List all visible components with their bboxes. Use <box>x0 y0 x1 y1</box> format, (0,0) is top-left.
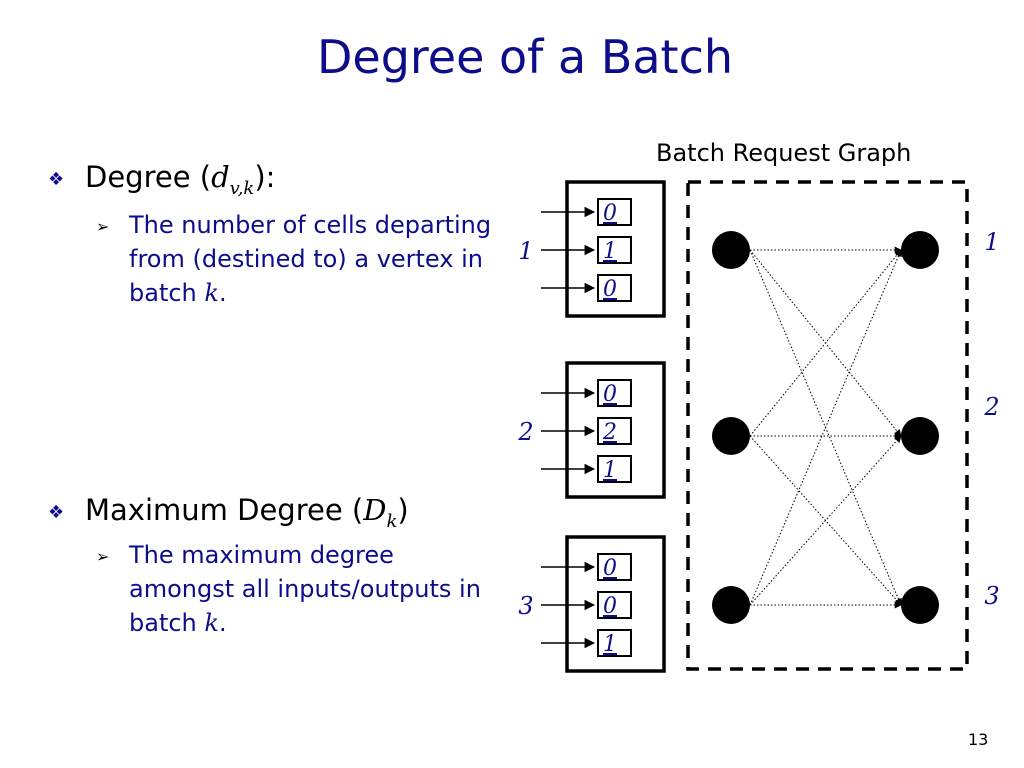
output-port-label: 1 <box>984 228 999 256</box>
voq-cell-box <box>597 379 632 407</box>
degree-symbol: d <box>211 160 230 194</box>
input-vertex <box>712 417 750 455</box>
output-port-label: 3 <box>984 582 999 610</box>
max-degree-subscript: k <box>386 510 398 532</box>
slide-title: Degree of a Batch <box>316 30 734 84</box>
voq-cell-count: 1 <box>603 458 617 483</box>
arrow-bullet-icon: ➢ <box>96 217 110 236</box>
graph-caption: Batch Request Graph <box>656 139 912 167</box>
output-vertex <box>901 417 939 455</box>
input-buffer-box <box>565 361 666 499</box>
voq-cell-count: 1 <box>603 632 617 657</box>
voq-cell-box <box>597 417 632 445</box>
voq-cell-count: 0 <box>603 201 617 226</box>
input-port-label: 3 <box>518 592 533 620</box>
output-vertex <box>901 231 939 269</box>
output-port-label: 2 <box>983 393 999 421</box>
arrow-bullet-icon: ➢ <box>96 547 110 566</box>
graph-edge <box>749 249 902 606</box>
input-port-1: 1 0 1 0 <box>518 180 666 318</box>
input-vertex <box>712 231 750 269</box>
sub-bullet-max-degree-text: The maximum degree amongst all inputs/ou… <box>129 541 481 637</box>
voq-cell-box <box>597 591 632 619</box>
voq-cell-count: 0 <box>603 277 617 302</box>
input-port-label: 1 <box>518 237 533 265</box>
graph-edge <box>749 435 902 606</box>
bullet-max-degree-label: Maximum Degree (Dk) <box>85 493 409 532</box>
graph-edge <box>749 249 902 437</box>
voq-cell-count: 0 <box>603 594 617 619</box>
sub-bullet-degree-text: The number of cells departing from (dest… <box>129 211 492 307</box>
input-vertex <box>712 586 750 624</box>
voq-cell-count: 1 <box>603 239 617 264</box>
degree-subscript: v,k <box>229 177 255 199</box>
max-degree-symbol: D <box>363 493 387 527</box>
diamond-bullet-icon: ❖ <box>48 169 65 190</box>
voq-cell-box <box>597 236 632 264</box>
voq-cell-box <box>597 553 632 581</box>
graph-dashed-frame <box>686 180 969 671</box>
input-port-3: 3 0 0 1 <box>518 535 666 673</box>
input-port-label: 2 <box>517 418 533 446</box>
bullet-degree-label: Degree (dv,k): <box>85 160 276 199</box>
diamond-bullet-icon: ❖ <box>48 502 65 523</box>
voq-cell-box <box>597 629 632 657</box>
voq-cell-count: 0 <box>603 556 617 581</box>
voq-cell-count: 2 <box>602 420 617 445</box>
voq-cell-box <box>597 455 632 483</box>
input-buffer-box <box>565 535 666 673</box>
output-vertex <box>901 586 939 624</box>
voq-cell-box <box>597 198 632 226</box>
voq-cell-count: 0 <box>603 382 617 407</box>
voq-cell-box <box>597 274 632 302</box>
input-buffer-box <box>565 180 666 318</box>
page-number: 13 <box>968 730 989 749</box>
